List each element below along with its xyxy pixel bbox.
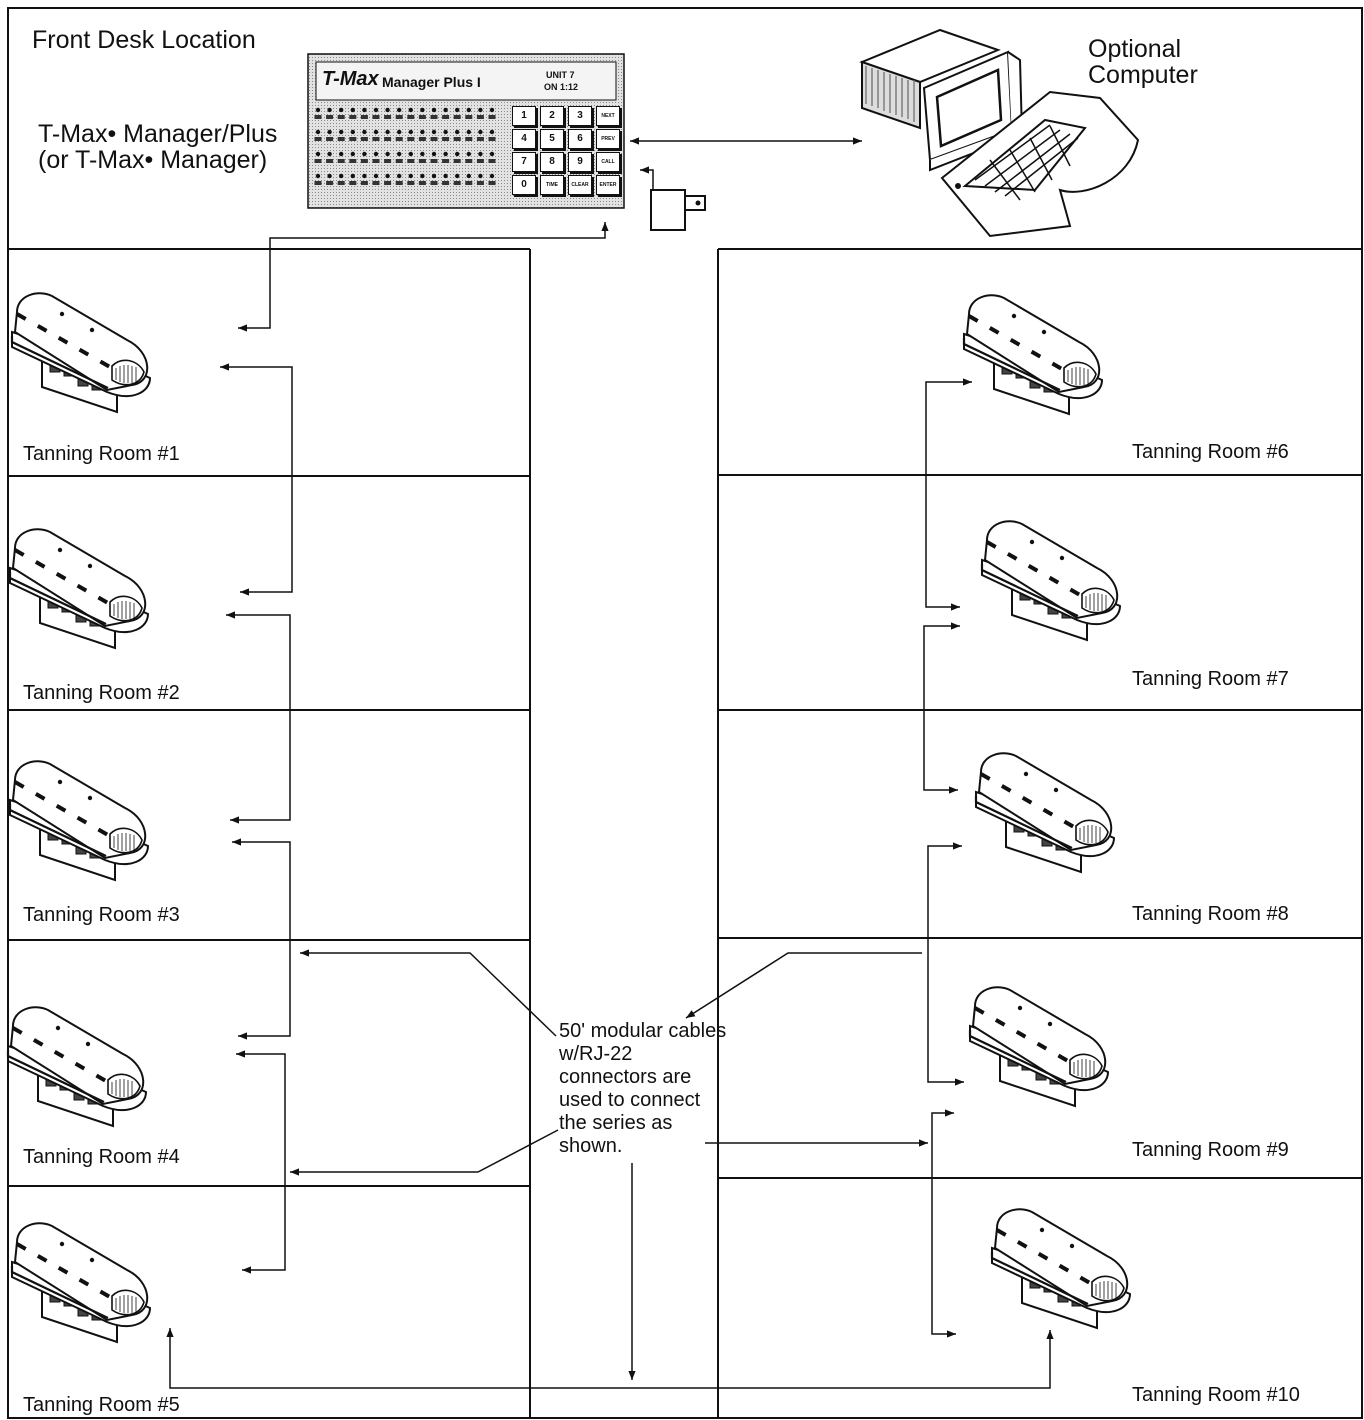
tmax-logo: T-Max (322, 68, 379, 90)
device-display-line1: UNIT 7 (546, 70, 575, 80)
floor-plan (7, 7, 1363, 1419)
keypad-key-8: 8 (540, 152, 564, 172)
keypad-key-5: 5 (540, 129, 564, 149)
keypad-key-3: 3 (568, 106, 592, 126)
controller-label-line2: (or T-Max• Manager) (38, 146, 268, 174)
keypad-key-next: NEXT (596, 106, 620, 126)
room-label-10: Tanning Room #10 (1132, 1384, 1300, 1406)
optional-computer-label-line2: Computer (1088, 61, 1198, 89)
device-display-line2: ON 1:12 (544, 82, 579, 92)
room-label-3: Tanning Room #3 (23, 904, 180, 926)
tanning-bed-room-3 (8, 759, 150, 882)
tanning-bed-room-8 (974, 751, 1116, 874)
keypad-key-clear: CLEAR (568, 175, 592, 195)
tanning-bed-room-6 (962, 293, 1104, 416)
room-label-8: Tanning Room #8 (1132, 903, 1289, 925)
room-label-7: Tanning Room #7 (1132, 668, 1289, 690)
computer-icon (859, 28, 1140, 238)
keypad-key-call: CALL (596, 152, 620, 172)
room-label-1: Tanning Room #1 (23, 443, 180, 465)
tanning-bed-room-7 (980, 519, 1122, 642)
controller-label-line1: T-Max• Manager/Plus (38, 120, 278, 148)
room-label-5: Tanning Room #5 (23, 1394, 180, 1416)
front-desk-location-label: Front Desk Location (32, 26, 256, 54)
tanning-bed-room-10 (990, 1207, 1132, 1330)
keypad-key-9: 9 (568, 152, 592, 172)
room-label-6: Tanning Room #6 (1132, 441, 1289, 463)
tanning-bed-room-9 (968, 985, 1110, 1108)
keypad-key-1: 1 (512, 106, 536, 126)
tanning-bed-room-2 (8, 527, 150, 650)
keypad-key-6: 6 (568, 129, 592, 149)
power-adapter (650, 189, 686, 231)
keypad-key-4: 4 (512, 129, 536, 149)
keypad-key-7: 7 (512, 152, 536, 172)
status-led-grid (314, 107, 496, 185)
room-label-9: Tanning Room #9 (1132, 1139, 1289, 1161)
keypad-key-prev: PREV (596, 129, 620, 149)
cable-connections (166, 222, 1054, 1389)
tanning-bed-room-1 (10, 291, 152, 414)
tanning-bed-room-4 (6, 1005, 148, 1128)
keypad-key-0: 0 (512, 175, 536, 195)
keypad-key-enter: ENTER (596, 175, 620, 195)
device-model-name: Manager Plus I (382, 74, 481, 90)
room-label-4: Tanning Room #4 (23, 1146, 180, 1168)
optional-computer-label-line1: Optional (1088, 35, 1182, 63)
tanning-bed-room-5 (10, 1221, 152, 1344)
callout-pointers (290, 949, 928, 1380)
keypad-key-2: 2 (540, 106, 564, 126)
cable-note: 50' modular cables w/RJ-22 connectors ar… (559, 1020, 727, 1157)
keypad-key-time: TIME (540, 175, 564, 195)
room-label-2: Tanning Room #2 (23, 682, 180, 704)
